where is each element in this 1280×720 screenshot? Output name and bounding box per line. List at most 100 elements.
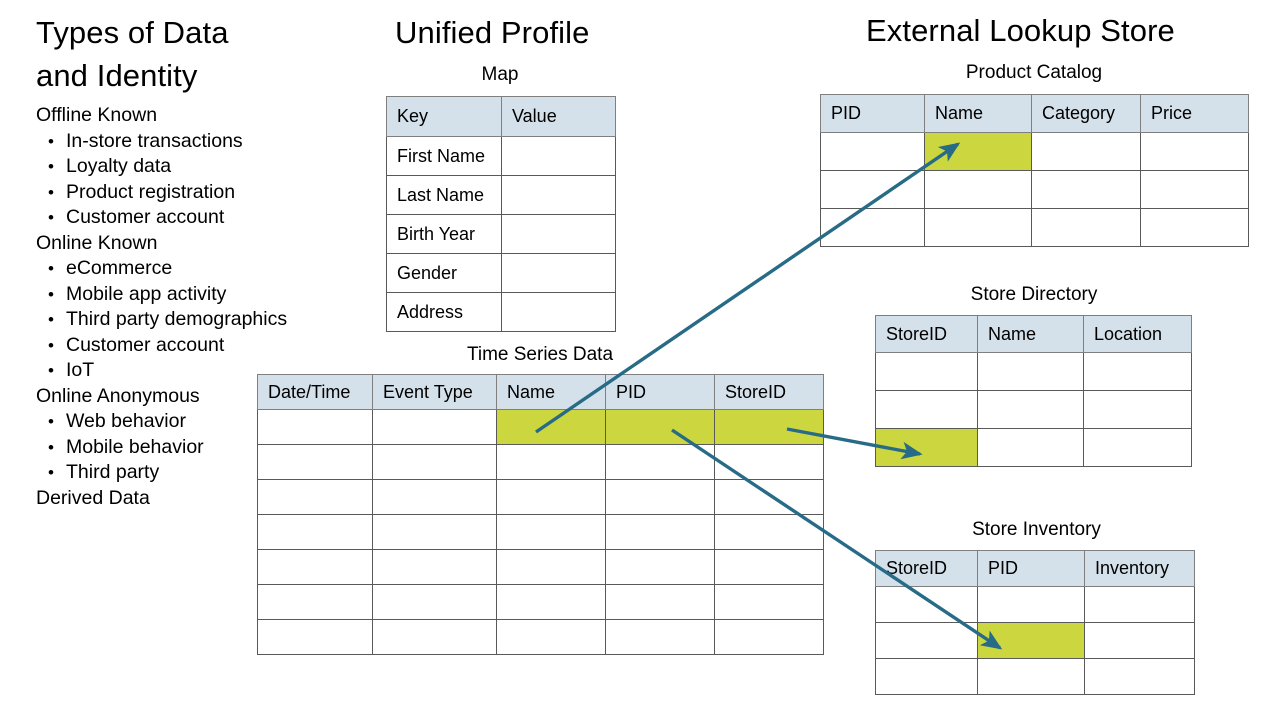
table-cell bbox=[977, 586, 1085, 623]
data-type-bullet: In-store transactions bbox=[36, 129, 356, 155]
table-cell bbox=[372, 409, 497, 445]
table-cell bbox=[1140, 132, 1249, 171]
data-type-bullet: Web behavior bbox=[36, 409, 356, 435]
table-cell bbox=[1084, 658, 1195, 695]
data-type-bullet: Mobile behavior bbox=[36, 435, 356, 461]
table-cell bbox=[372, 619, 497, 655]
column-header: Location bbox=[1083, 315, 1192, 353]
table-cell: Gender bbox=[386, 253, 502, 293]
highlighted-cell bbox=[496, 409, 606, 445]
page-title-unified-profile: Unified Profile bbox=[395, 15, 590, 50]
table-row bbox=[257, 444, 824, 480]
table-cell bbox=[924, 208, 1032, 247]
column-header: Event Type bbox=[372, 374, 497, 410]
table-cell bbox=[496, 584, 606, 620]
column-header: Key bbox=[386, 96, 502, 137]
table-cell bbox=[977, 658, 1085, 695]
table-row: Address bbox=[386, 292, 616, 332]
column-header: PID bbox=[605, 374, 715, 410]
column-header: Name bbox=[496, 374, 606, 410]
table-cell bbox=[977, 352, 1084, 391]
table-cell bbox=[372, 584, 497, 620]
table-cell bbox=[714, 444, 824, 480]
table-cell bbox=[372, 549, 497, 585]
column-header: Category bbox=[1031, 94, 1141, 133]
table-cell bbox=[1140, 170, 1249, 209]
table-cell bbox=[257, 619, 373, 655]
table-cell bbox=[714, 549, 824, 585]
table-cell bbox=[875, 352, 978, 391]
highlighted-cell bbox=[875, 428, 978, 467]
column-header: StoreID bbox=[714, 374, 824, 410]
table-cell: Last Name bbox=[386, 175, 502, 215]
product-catalog-table-caption: Product Catalog bbox=[965, 62, 1103, 83]
table-cell bbox=[714, 619, 824, 655]
table-cell bbox=[875, 390, 978, 429]
table-cell bbox=[605, 549, 715, 585]
table-row bbox=[820, 208, 1249, 247]
data-type-bullet: Product registration bbox=[36, 180, 356, 206]
table-cell bbox=[714, 584, 824, 620]
data-type-bullet: Mobile app activity bbox=[36, 282, 356, 308]
table-cell bbox=[372, 444, 497, 480]
data-category-label: Online Anonymous bbox=[36, 384, 200, 407]
table-cell bbox=[605, 514, 715, 550]
table-cell bbox=[714, 514, 824, 550]
table-cell bbox=[1083, 428, 1192, 467]
data-type-bullet: Customer account bbox=[36, 205, 356, 231]
table-row bbox=[257, 514, 824, 550]
table-cell bbox=[1083, 390, 1192, 429]
table-cell bbox=[372, 479, 497, 515]
highlighted-cell bbox=[714, 409, 824, 445]
table-cell: First Name bbox=[386, 136, 502, 176]
table-cell bbox=[1140, 208, 1249, 247]
table-cell bbox=[501, 136, 616, 176]
table-row bbox=[875, 352, 1192, 391]
table-cell bbox=[1083, 352, 1192, 391]
data-type-bullet: IoT bbox=[36, 358, 356, 384]
table-cell bbox=[605, 619, 715, 655]
table-cell bbox=[372, 514, 497, 550]
table-cell bbox=[496, 444, 606, 480]
table-cell bbox=[875, 586, 978, 623]
column-header: StoreID bbox=[875, 315, 978, 353]
table-row: First Name bbox=[386, 136, 616, 176]
table-cell bbox=[501, 214, 616, 254]
table-cell bbox=[820, 170, 925, 209]
table-cell bbox=[605, 479, 715, 515]
table-cell bbox=[605, 444, 715, 480]
table-cell bbox=[820, 208, 925, 247]
store-directory-table-caption: Store Directory bbox=[970, 284, 1098, 305]
table-row bbox=[257, 619, 824, 655]
column-header: PID bbox=[820, 94, 925, 133]
table-row: Last Name bbox=[386, 175, 616, 215]
table-cell bbox=[1031, 208, 1141, 247]
highlighted-cell bbox=[977, 622, 1085, 659]
data-type-bullet: Loyalty data bbox=[36, 154, 356, 180]
table-cell bbox=[1031, 132, 1141, 171]
store-inventory-table-caption: Store Inventory bbox=[972, 519, 1101, 540]
data-type-bullet: Customer account bbox=[36, 333, 356, 359]
column-header: Date/Time bbox=[257, 374, 373, 410]
table-cell bbox=[875, 658, 978, 695]
table-row bbox=[875, 390, 1192, 429]
table-cell bbox=[257, 549, 373, 585]
table-cell bbox=[1031, 170, 1141, 209]
table-cell bbox=[714, 479, 824, 515]
data-types-list: Offline KnownIn-store transactionsLoyalt… bbox=[36, 103, 356, 511]
column-header: PID bbox=[977, 550, 1085, 587]
table-cell bbox=[496, 549, 606, 585]
data-category-label: Derived Data bbox=[36, 486, 150, 509]
table-cell bbox=[496, 479, 606, 515]
